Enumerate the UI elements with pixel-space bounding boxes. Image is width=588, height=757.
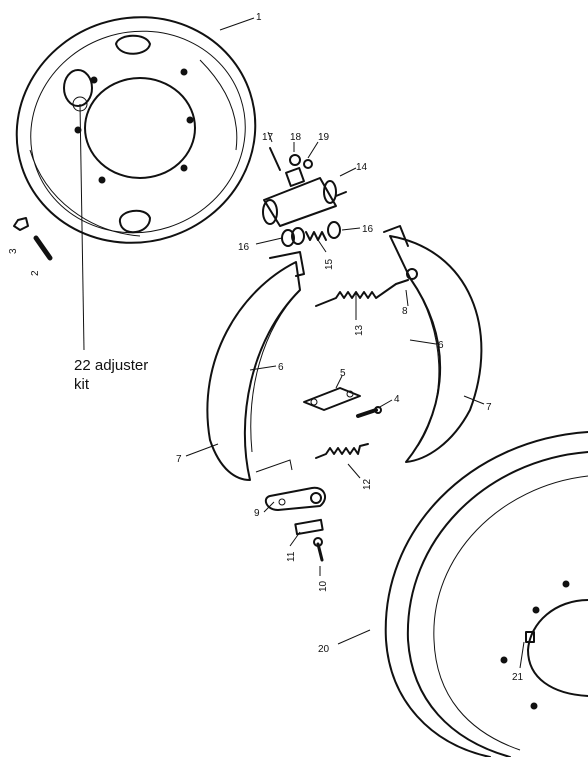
label-21: 21 [512, 672, 524, 683]
handbrake-lever [264, 486, 327, 511]
label-20: 20 [318, 644, 330, 655]
label-7b: 7 [486, 402, 492, 413]
label-14: 14 [356, 162, 368, 173]
link-bolt [356, 406, 382, 418]
label-5: 5 [340, 368, 346, 379]
label-11: 11 [286, 551, 297, 562]
cylinder-fitting [303, 159, 313, 169]
label-12: 12 [362, 478, 373, 490]
nut [13, 217, 29, 231]
piston-spring-assembly [281, 221, 341, 247]
stud [33, 235, 53, 261]
label-17: 17 [262, 132, 274, 143]
adjuster-link [303, 387, 361, 411]
bleed-screw [269, 147, 281, 171]
upper-return-spring [315, 279, 409, 307]
label-10: 10 [318, 580, 329, 592]
annotation-line-2: kit [74, 376, 89, 393]
adjuster-kit-annotation: 22 adjuster kit [74, 356, 148, 394]
label-19: 19 [318, 132, 330, 143]
label-4: 4 [394, 394, 400, 405]
label-3: 3 [8, 248, 19, 254]
label-6b: 6 [438, 340, 444, 351]
lever-bolt [313, 537, 324, 562]
label-13: 13 [354, 324, 365, 336]
left-brake-shoe [206, 251, 305, 481]
label-6a: 6 [278, 362, 284, 373]
right-brake-shoe [383, 225, 483, 463]
label-7a: 7 [176, 454, 182, 465]
annotation-line-1: 22 adjuster [74, 357, 149, 374]
label-16b: 16 [362, 224, 374, 235]
lever-clip [294, 518, 324, 536]
adjuster-leader-line [79, 103, 85, 351]
label-1: 1 [256, 12, 262, 23]
label-8: 8 [402, 306, 408, 317]
label-16a: 16 [238, 242, 250, 253]
backing-plate [15, 16, 257, 244]
lower-return-spring [315, 443, 369, 459]
bleed-cap [289, 154, 301, 166]
label-9: 9 [254, 508, 260, 519]
label-15: 15 [324, 258, 335, 270]
brake-drum [384, 431, 588, 757]
label-2: 2 [30, 270, 41, 276]
wheel-cylinder [262, 167, 347, 227]
label-18: 18 [290, 132, 302, 143]
